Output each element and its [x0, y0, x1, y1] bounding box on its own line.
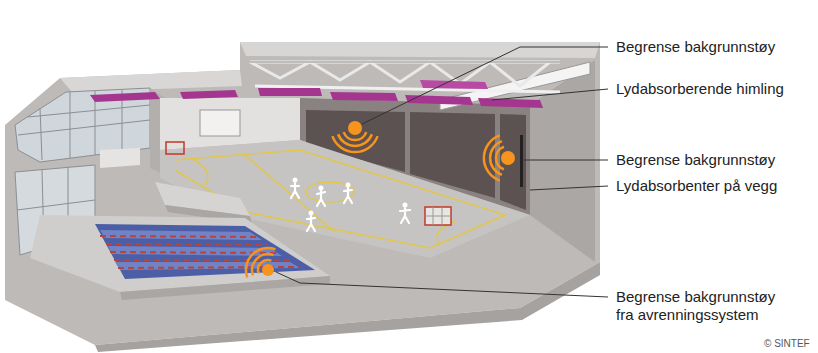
noise-symbols-part	[258, 260, 271, 273]
building-shell	[5, 42, 600, 352]
pool-part	[95, 224, 315, 279]
players-part	[346, 183, 351, 188]
goals-part	[425, 216, 451, 217]
building-shell-part	[240, 42, 600, 58]
goals	[166, 142, 451, 225]
players-part	[344, 188, 352, 203]
ceiling-absorbers	[90, 80, 543, 108]
noise-symbols-part	[338, 134, 372, 146]
players	[291, 178, 410, 232]
ceiling-absorbers-part	[90, 92, 160, 102]
leader-lines-part	[276, 272, 608, 297]
leader-lines-part	[530, 186, 608, 190]
callout-label: Lydabsorberende himling	[616, 80, 784, 98]
players-part	[309, 211, 314, 216]
noise-symbols-part	[348, 121, 362, 135]
noise-symbols-part	[501, 151, 515, 165]
callout-label: Begrense bakgrunnstøy	[616, 38, 775, 56]
ceiling-absorbers-part	[420, 80, 488, 89]
glass-facade-part	[100, 148, 140, 168]
callout-label: Begrense bakgrunnstøy	[616, 151, 775, 169]
copyright-note: © SINTEF	[764, 338, 810, 350]
goals-part	[166, 142, 184, 154]
noise-symbols-part	[246, 248, 276, 278]
players-part	[400, 208, 410, 223]
hall-walls-part	[500, 114, 526, 210]
noise-symbols-part	[332, 136, 377, 152]
noise-symbols-part	[262, 264, 274, 276]
noise-symbols-part	[484, 135, 500, 180]
glass-facade-part	[18, 120, 150, 135]
callout-label: Lydabsorbenter på vegg	[616, 177, 777, 195]
players-part	[403, 203, 408, 208]
goals-part	[425, 207, 451, 225]
noise-symbols	[246, 121, 515, 278]
building-shell-part	[5, 42, 600, 345]
hall-walls-part	[200, 110, 240, 136]
hall-floor-part	[245, 155, 335, 232]
ceiling-absorbers-part	[180, 90, 238, 99]
hall-floor-part	[190, 158, 208, 185]
leader-lines-part	[522, 160, 608, 161]
pool	[30, 215, 330, 300]
ceiling-truss-part	[250, 62, 560, 63]
noise-symbols-part	[490, 141, 502, 175]
hall-walls-part	[520, 135, 523, 187]
hall-floor-part	[306, 182, 354, 202]
noise-symbols-part	[496, 147, 504, 170]
pool-part	[100, 236, 258, 237]
ceiling-truss-part	[250, 61, 560, 64]
players-part	[307, 216, 315, 231]
players-part	[317, 191, 325, 206]
noise-symbols-part	[252, 254, 273, 275]
ceiling-truss-part	[250, 62, 550, 86]
pool-part	[120, 276, 330, 300]
glass-facade-part	[28, 105, 150, 117]
leader-lines	[276, 47, 608, 297]
ceiling-absorbers-part	[330, 92, 398, 101]
leader-lines-part	[492, 89, 608, 100]
ceiling-absorbers-part	[405, 95, 473, 105]
pool-part	[106, 244, 268, 245]
glass-facade-part	[17, 200, 95, 210]
pool-part	[100, 230, 262, 240]
leader-lines-part	[362, 47, 608, 124]
ceiling-absorbers-part	[478, 98, 543, 108]
players-part	[291, 183, 299, 198]
players-part	[319, 186, 324, 191]
glass-facade-part	[70, 92, 71, 158]
ceiling-truss	[250, 62, 560, 92]
ceiling-absorbers-part	[258, 88, 322, 96]
callout-label: Begrense bakgrunnstøy fra avrenningssyst…	[616, 288, 788, 324]
noise-symbols-part	[344, 132, 367, 140]
players-part	[293, 178, 298, 183]
